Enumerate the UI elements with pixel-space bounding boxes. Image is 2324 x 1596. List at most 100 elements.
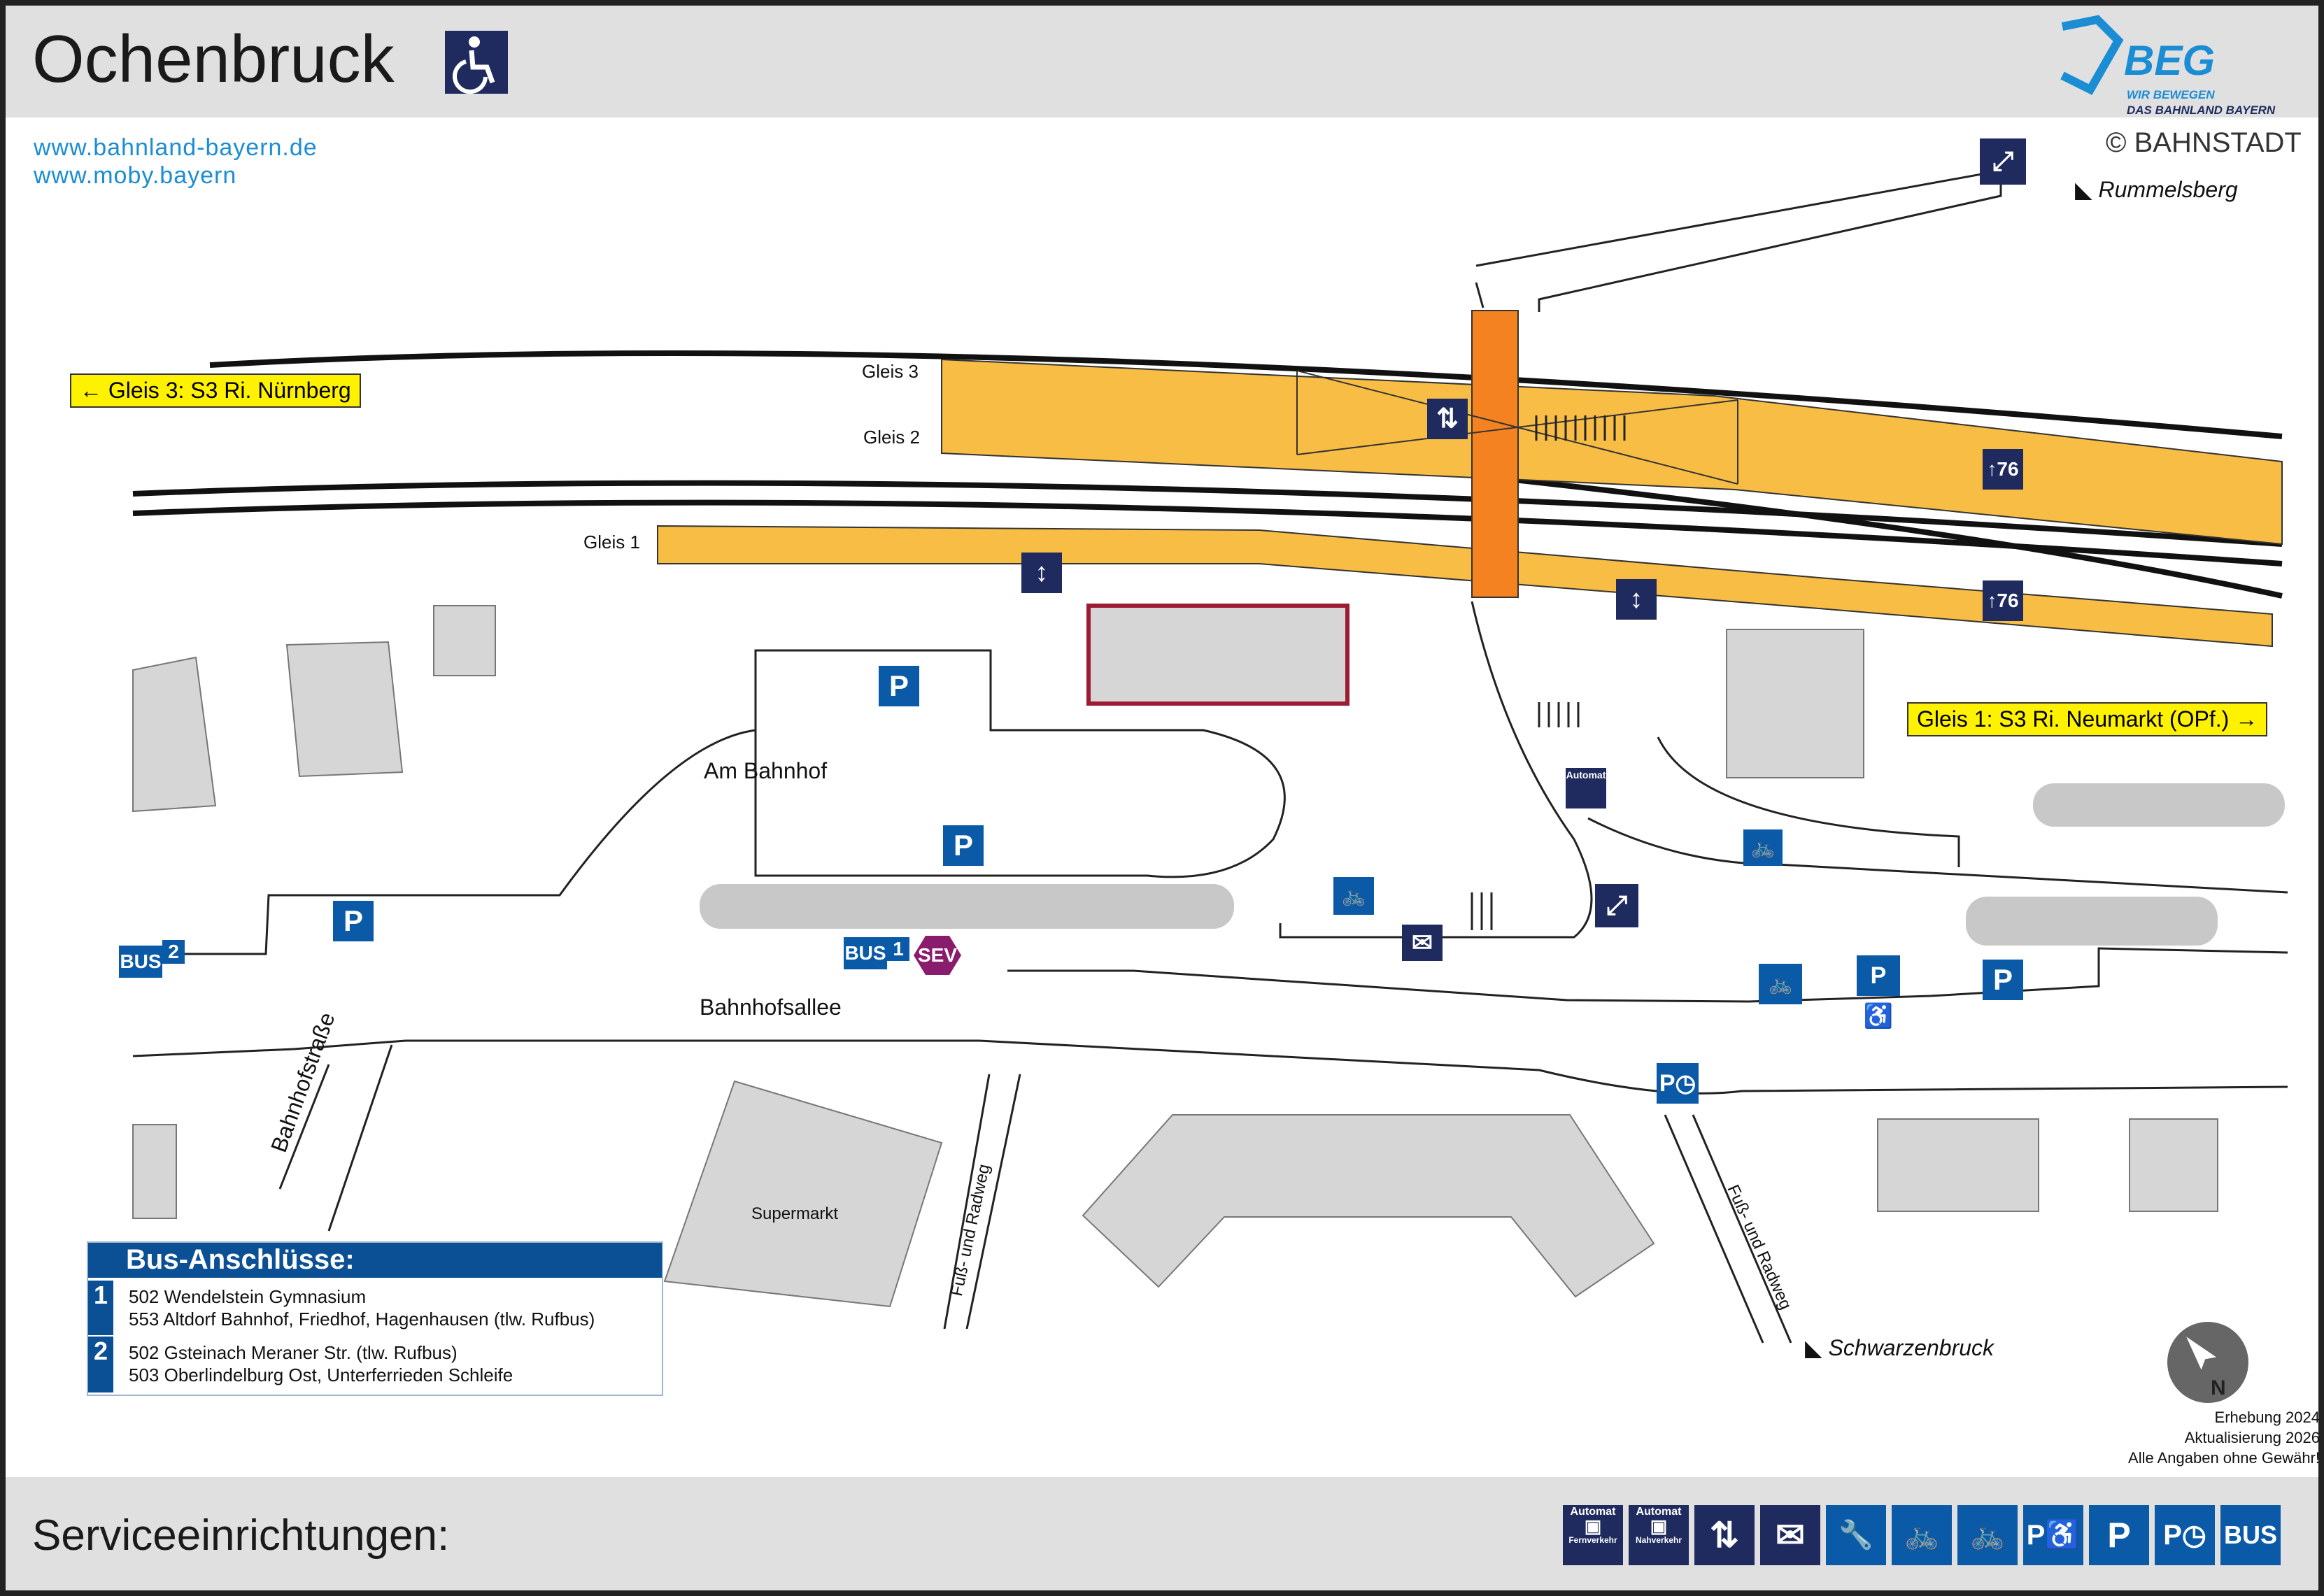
street-bahnhofstrasse [278, 1044, 393, 1232]
building-west-3 [433, 605, 496, 676]
legend-mail-icon: ✉ [1760, 1505, 1820, 1565]
legend-bike-parking-icon: 🚲 [1957, 1505, 2018, 1565]
street-am-bahnhof [754, 649, 1286, 878]
legend-parking-time-icon: P◷ [2155, 1505, 2215, 1565]
parking-disabled-sign: P♿ [1857, 955, 1900, 1029]
parking-sign-2: P [943, 825, 984, 866]
destination-schwarzenbruck: ◣ Schwarzenbruck [1805, 1335, 1994, 1360]
bus-line-2b: 503 Oberlindelburg Ost, Unterferrieden S… [129, 1365, 513, 1385]
ramp-icon-1: ↕ [1021, 553, 1062, 593]
hedge-center [700, 884, 1234, 929]
direction-left-text: Gleis 3: S3 Ri. Nürnberg [108, 378, 351, 403]
street-fuss-radweg-1 [943, 1074, 1021, 1330]
rail-top-3 [132, 499, 2283, 567]
legend-nahverkehr: Nahverkehr [1635, 1535, 1682, 1545]
destination-rummelsberg: ◣ Rummelsberg [2075, 177, 2238, 202]
street-bike-lane [1587, 817, 2288, 894]
bus-stop-2: 2 [162, 940, 185, 964]
legend-automat-2: Automat [1636, 1506, 1682, 1518]
survey-year: Erhebung 2024 [2214, 1409, 2320, 1426]
legend-ticket-long-distance-icon: Automat ▣ Fernverkehr [1563, 1505, 1623, 1565]
link-bahnland[interactable]: www.bahnland-bayern.de [34, 134, 318, 161]
platform-height-2: 76 [1997, 590, 2019, 611]
building-south-west [132, 1124, 177, 1219]
legend-parking-icon: P [2089, 1505, 2149, 1565]
direction-right: Gleis 1: S3 Ri. Neumarkt (OPf.) → [1907, 702, 2268, 736]
bus-connections-title: Bus-Anschlüsse: [126, 1244, 355, 1275]
sev-label: SEV [917, 944, 958, 966]
supermarket-building [663, 1080, 943, 1308]
compass-label: N [2211, 1376, 2226, 1399]
street-loop [133, 729, 756, 955]
stairs-underpass [1538, 702, 1580, 727]
bus-line-2a: 502 Gsteinach Meraner Str. (tlw. Rufbus) [129, 1342, 458, 1363]
legend-bike-repair-icon: 🔧 [1826, 1505, 1886, 1565]
beg-slogan-1: WIR BEWEGEN [2127, 88, 2215, 101]
legend-elevator-icon: ⇅ [1694, 1505, 1755, 1565]
page-title: Ochenbruck [32, 22, 395, 97]
platform-height-sign-2: ↑76 [1983, 580, 2023, 621]
sev-sign: SEV [914, 936, 961, 975]
elevator-icon: ⇅ [1427, 399, 1468, 439]
label-gleis2: Gleis 2 [863, 427, 920, 448]
bus-stop-1: 1 [887, 937, 909, 961]
legend-automat-1: Automat [1570, 1506, 1616, 1518]
bus-stop-number-1: 1 [88, 1281, 113, 1335]
building-south-center [1082, 1114, 1655, 1298]
ticket-machine-map-label: Automat [1566, 769, 1606, 781]
bike-repair-icon: 🚲 [1759, 964, 1802, 1004]
rail-top-2 [132, 480, 2283, 547]
bus-connections-box: Bus-Anschlüsse: 1 502 Wendelstein Gymnas… [87, 1241, 663, 1396]
destination-schwarzenbruck-text: Schwarzenbruck [1828, 1335, 1994, 1360]
street-fuss-radweg-2 [1664, 1114, 1792, 1344]
footbridge [1471, 310, 1519, 598]
building-west-2 [285, 641, 404, 778]
street-north-ramp-2 [1475, 282, 1485, 308]
legend-parking-disabled-icon: P♿ [2023, 1505, 2083, 1565]
bus-line-1a: 502 Wendelstein Gymnasium [129, 1286, 367, 1307]
parking-sign-1: P [879, 666, 919, 706]
building-south-east-1 [1877, 1118, 2039, 1212]
platform-gleis1 [657, 525, 2273, 648]
street-bahnhofsallee-north [1007, 947, 2288, 1003]
disclaimer: Alle Angaben ohne Gewähr! [2128, 1449, 2320, 1467]
services-title: Serviceeinrichtungen: [32, 1511, 450, 1560]
copyright: © BAHNSTADT [2106, 127, 2302, 158]
label-supermarkt: Supermarkt [751, 1204, 839, 1223]
waiting-room [1086, 604, 1349, 706]
label-bahnhofsallee: Bahnhofsallee [700, 995, 842, 1020]
label-gleis3: Gleis 3 [862, 361, 919, 382]
parking-sign-4: P [1983, 960, 2023, 1000]
building-west-1 [132, 656, 217, 813]
street-bahnhofsallee-south [132, 1039, 2288, 1095]
beg-name: BEG [2124, 37, 2216, 84]
direction-left: ← Gleis 3: S3 Ri. Nürnberg [70, 373, 361, 408]
ramp-icon-2: ↕ [1616, 579, 1657, 620]
compass-icon: N [2167, 1322, 2248, 1403]
label-gleis1: Gleis 1 [583, 532, 640, 553]
street-north-ramp [1475, 169, 2002, 312]
direction-right-text: Gleis 1: S3 Ri. Neumarkt (OPf.) [1917, 706, 2230, 732]
hedge-east-1 [2033, 783, 2285, 827]
footer-bar: Serviceeinrichtungen: Automat ▣ Fernverk… [6, 1477, 2318, 1590]
path-arrow-icon-underpass: ⤢ [1595, 884, 1638, 927]
bus-connections-header: Bus-Anschlüsse: [88, 1243, 662, 1278]
bus-line-1b: 553 Altdorf Bahnhof, Friedhof, Hagenhaus… [129, 1309, 595, 1330]
beg-slogan-2: DAS BAHNLAND BAYERN [2127, 104, 2276, 117]
legend-fernverkehr: Fernverkehr [1568, 1535, 1617, 1545]
building-east-1 [1726, 629, 1864, 778]
bus-stop-number-2: 2 [88, 1337, 113, 1392]
platform-shelter-lines [1296, 370, 1738, 485]
destination-rummelsberg-text: Rummelsberg [2098, 177, 2238, 202]
bus-sign-1: BUS [844, 937, 887, 969]
parking-time-sign: P◷ [1657, 1063, 1699, 1104]
beg-logo: BEG WIR BEWEGEN DAS BAHNLAND BAYERN [2048, 13, 2286, 117]
link-moby[interactable]: www.moby.bayern [34, 162, 237, 189]
header-bar: Ochenbruck BEG WIR BEWEGEN DAS BAHNLAND … [6, 6, 2318, 117]
parking-sign-3: P [333, 901, 374, 941]
wheelchair-icon [445, 31, 508, 94]
platform-height-sign-1: ↑76 [1983, 449, 2023, 490]
rail-top-1 [209, 350, 2283, 439]
label-am-bahnhof: Am Bahnhof [704, 758, 828, 783]
mail-icon: ✉ [1402, 925, 1443, 961]
